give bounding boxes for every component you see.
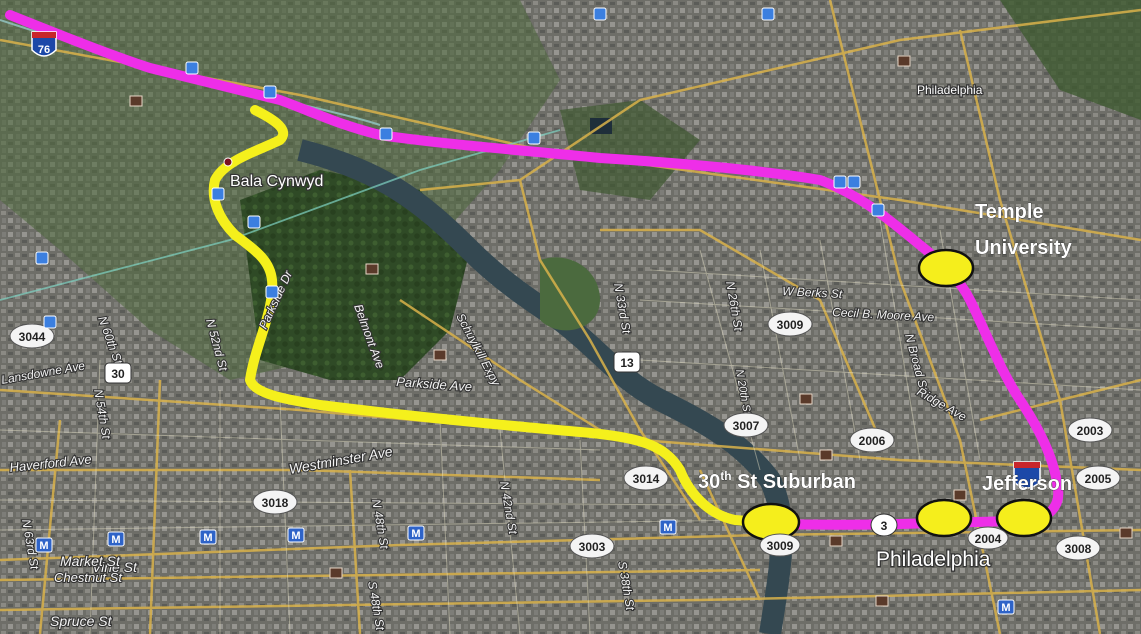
svg-text:3009: 3009 [767, 539, 794, 553]
svg-text:M: M [411, 528, 420, 540]
station-marker-temple[interactable] [917, 248, 975, 288]
street-spruce: Spruce St [50, 613, 113, 629]
transit-stop-icon [43, 315, 57, 329]
transit-stop-icon [263, 85, 277, 99]
svg-text:2005: 2005 [1085, 472, 1112, 486]
museum-icon [829, 535, 843, 547]
street-cecil-b-moore: Cecil B. Moore Ave [832, 305, 935, 324]
shield-2006: 2006 [849, 427, 895, 453]
street-market: Market St [60, 553, 121, 569]
transit-stop-icon [871, 203, 885, 217]
transit-stop-icon [761, 7, 775, 21]
street-chestnut: Chestnut St [54, 570, 123, 585]
street-w-berks: W Berks St [782, 284, 843, 301]
museum-icon [329, 567, 343, 579]
svg-text:M: M [291, 530, 300, 542]
svg-text:76: 76 [38, 44, 50, 56]
svg-text:3044: 3044 [19, 330, 46, 344]
shield-us13: 13 [613, 351, 641, 373]
metro-icons: M M M M M M M [35, 519, 1015, 615]
transit-stop-icon [211, 187, 225, 201]
museum-icon [433, 349, 447, 361]
location-pin-icon[interactable] [223, 157, 233, 167]
museum-icon [897, 55, 911, 67]
station-marker-suburban[interactable] [741, 502, 801, 542]
station-marker-midcity[interactable] [915, 498, 973, 538]
svg-text:30: 30 [111, 367, 125, 381]
shield-2003: 2003 [1067, 417, 1113, 443]
transit-stop-icon [527, 131, 541, 145]
svg-text:2006: 2006 [859, 434, 886, 448]
label-temple-line1: Temple [975, 201, 1044, 223]
shield-3009b: 3009 [759, 533, 801, 557]
museum-icon [799, 393, 813, 405]
museum-icon [1119, 527, 1133, 539]
shield-3014: 3014 [623, 465, 669, 491]
yellow-rail-route[interactable] [208, 105, 765, 527]
shield-2005: 2005 [1075, 465, 1121, 491]
svg-text:2003: 2003 [1077, 424, 1104, 438]
reservoir-grounds [540, 257, 600, 331]
place-philadelphia: Philadelphia [876, 548, 991, 571]
station-marker-jefferson[interactable] [995, 498, 1053, 538]
shield-2004: 2004 [967, 526, 1009, 550]
svg-text:3007: 3007 [733, 419, 760, 433]
svg-text:M: M [663, 522, 672, 534]
shield-3018: 3018 [252, 489, 298, 515]
label-30th-st-suburban: 30th St Suburban [698, 469, 856, 493]
shield-3008: 3008 [1055, 535, 1101, 561]
shield-i676 [1013, 461, 1041, 489]
svg-text:M: M [1001, 602, 1010, 614]
street-parkside: Parkside Ave [396, 374, 473, 394]
svg-text:3: 3 [881, 519, 888, 533]
svg-text:M: M [39, 540, 48, 552]
shield-3044: 3044 [9, 323, 55, 349]
place-bala-cynwyd: Bala Cynwyd [230, 173, 323, 190]
museum-icon [819, 449, 833, 461]
shield-3003: 3003 [569, 533, 615, 559]
shield-3007: 3007 [723, 412, 769, 438]
museum-icon [129, 95, 143, 107]
place-philadelphia-small: Philadelphia [917, 83, 983, 97]
svg-text:3008: 3008 [1065, 542, 1092, 556]
svg-text:13: 13 [620, 356, 634, 370]
landmark-icons [129, 55, 1133, 607]
shield-i76: 76 [31, 31, 57, 57]
svg-text:3003: 3003 [579, 540, 606, 554]
label-temple-line2: University [975, 237, 1073, 259]
transit-stop-icon [847, 175, 861, 189]
svg-text:3014: 3014 [633, 472, 660, 486]
fairmount-park [240, 170, 470, 380]
svg-text:2004: 2004 [975, 532, 1002, 546]
museum-icon [875, 595, 889, 607]
shield-r3: 3 [870, 513, 898, 537]
museum-icon [953, 489, 967, 501]
label-jefferson: Jefferson [982, 473, 1072, 495]
transit-icons [35, 7, 885, 329]
transit-stop-icon [379, 127, 393, 141]
schuylkill-river [297, 139, 793, 634]
transit-stop-icon [833, 175, 847, 189]
svg-text:3009: 3009 [777, 318, 804, 332]
street-vine: Vine St [92, 559, 138, 575]
museum-icon [365, 263, 379, 275]
transit-stop-icon [247, 215, 261, 229]
svg-text:M: M [203, 532, 212, 544]
transit-stop-icon [35, 251, 49, 265]
transit-stop-icon [593, 7, 607, 21]
shield-us30: 30 [104, 362, 132, 384]
transit-stop-icon [265, 285, 279, 299]
svg-text:3018: 3018 [262, 496, 289, 510]
transit-stop-icon [185, 61, 199, 75]
svg-text:M: M [111, 534, 120, 546]
park-northeast [1000, 0, 1141, 120]
shield-3009: 3009 [767, 311, 813, 337]
